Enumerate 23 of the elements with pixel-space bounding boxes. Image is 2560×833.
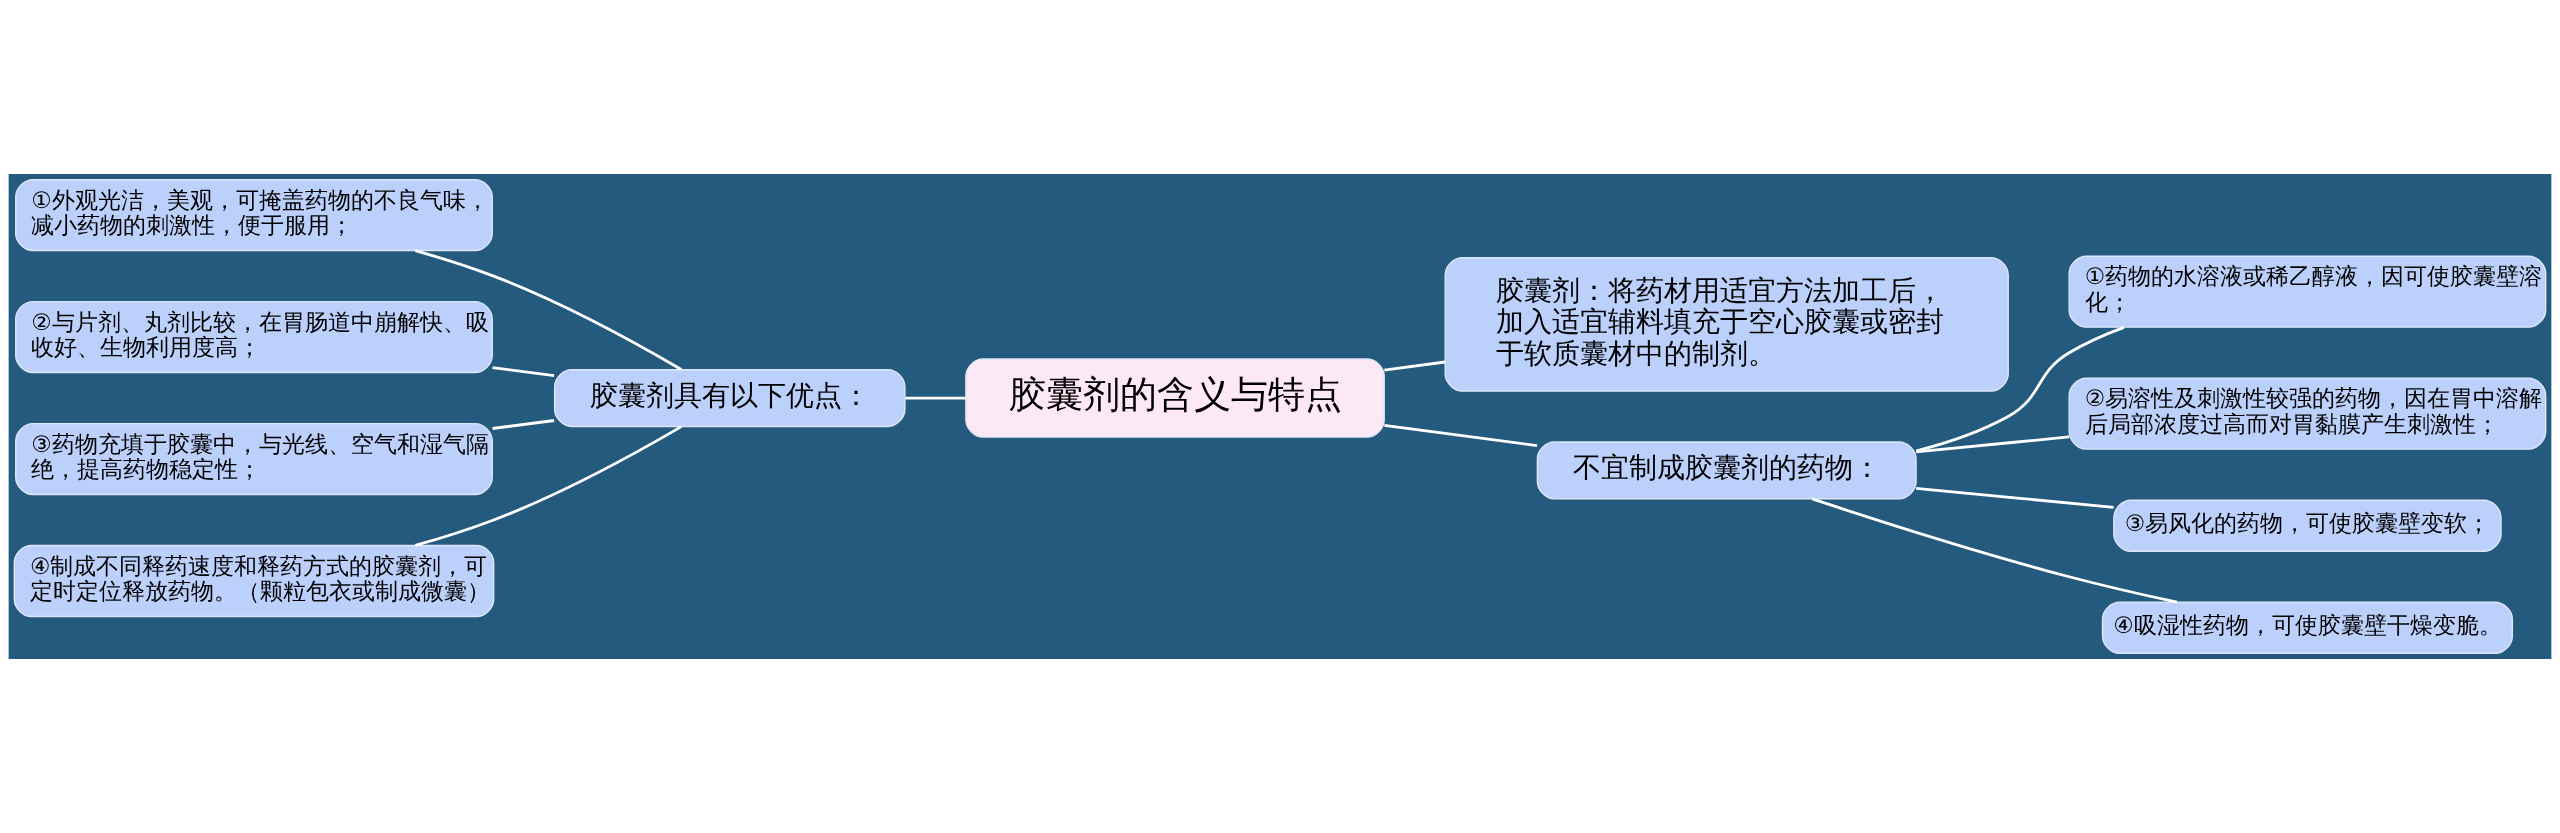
connector (414, 249, 682, 371)
node-box: ①药物的水溶液或稀乙醇液，因可使胶囊壁溶化； (2068, 255, 2547, 328)
connector (1384, 424, 1538, 447)
connector (1916, 435, 2070, 454)
connector (414, 425, 682, 547)
node-box: ④吸湿性药物，可使胶囊壁干燥变脆。 (2101, 601, 2514, 655)
node-box: ②易溶性及刺激性较强的药物，因在胃中溶解后局部浓度过高而对胃黏膜产生刺激性； (2068, 377, 2547, 450)
node-box: ③药物充填于胶囊中，与光线、空气和湿气隔绝，提高药物稳定性； (15, 422, 493, 496)
connector (1811, 497, 2178, 604)
node-box: ④制成不同释药速度和释药方式的胶囊剂，可定时定位释放药物。（颗粒包衣或制成微囊） (13, 544, 495, 618)
node-box: 胶囊剂的含义与特点 (965, 358, 1385, 438)
node-box: 胶囊剂具有以下优点： (553, 369, 906, 428)
connector (492, 419, 555, 430)
connector (492, 366, 555, 377)
node-box: ①外观光洁，美观，可掩盖药物的不良气味，减小药物的刺激性，便于服用； (15, 178, 493, 252)
connector (1916, 486, 2114, 509)
connector (1384, 360, 1446, 372)
node-box: ③易风化的药物，可使胶囊壁变软； (2113, 499, 2502, 552)
node-box: 不宜制成胶囊剂的药物： (1536, 441, 1917, 500)
node-box: ②与片剂、丸剂比较，在胃肠道中崩解快、吸收好、生物利用度高； (15, 300, 493, 374)
connector (905, 396, 966, 400)
connector (1916, 326, 2125, 453)
node-box: 胶囊剂：将药材用适宜方法加工后，加入适宜辅料填充于空心胶囊或密封于软质囊材中的制剂。 (1444, 256, 2009, 392)
